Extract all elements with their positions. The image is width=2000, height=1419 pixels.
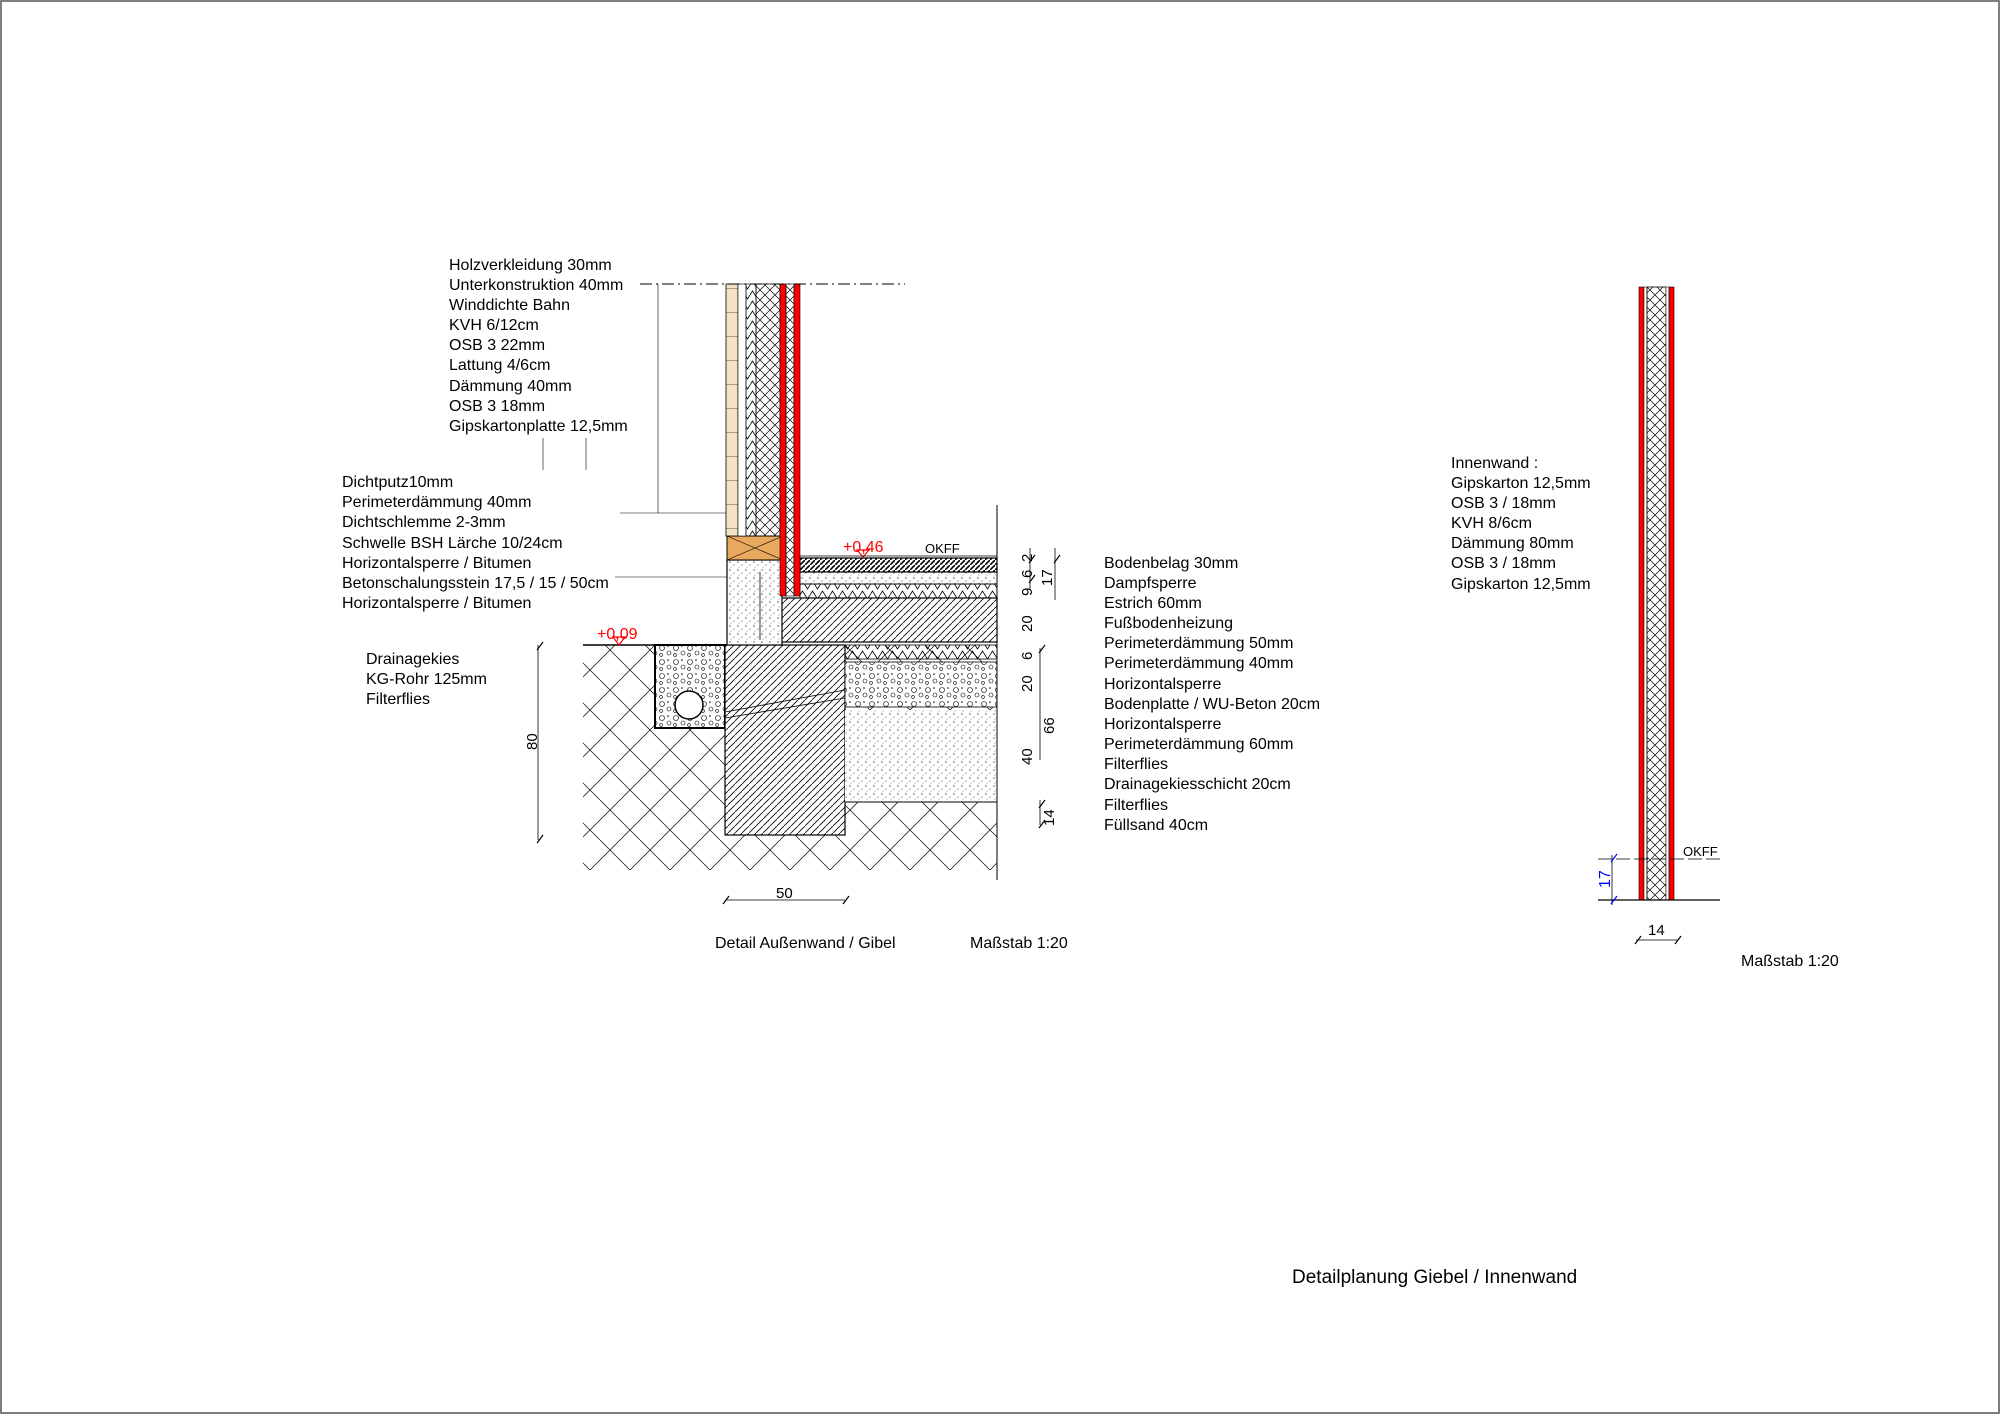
base-layer-label: Perimeterdämmung 40mm [342,494,531,511]
dim-label: 40 [1019,748,1036,765]
gipskarton-red-right [1668,286,1675,901]
interior-layer-label: Gipskarton 12,5mm [1451,576,1591,593]
dim-label: 17 [1039,569,1056,586]
floor-layer-label: Horizontalsperre [1104,676,1221,693]
base-layer-label: Betonschalungsstein 17,5 / 15 / 50cm [342,575,609,592]
interior-layer-label: OSB 3 / 18mm [1451,495,1556,512]
floor-layer-label: Horizontalsperre [1104,716,1221,733]
interior-layer-label: Dämmung 80mm [1451,535,1574,552]
floor-layer-label: Füllsand 40cm [1104,817,1208,834]
ground-level-mark: +0,09 [597,626,638,643]
floor-layer-label: Perimeterdämmung 40mm [1104,655,1293,672]
floor-layer-label: Bodenbelag 30mm [1104,555,1238,572]
wall-layer-label: OSB 3 18mm [449,398,545,415]
dim-label: 80 [524,733,541,750]
exterior-section [536,283,1061,905]
exterior-detail-title: Detail Außenwand / Gibel [715,935,896,952]
interior-layer-labels: Innenwand : Gipskarton 12,5mm OSB 3 / 18… [1451,455,1591,593]
floor-layer-label: Perimeterdämmung 50mm [1104,635,1293,652]
floor-layer-label: Fußbodenheizung [1104,615,1233,632]
drain-layer-label: Drainagekies [366,651,459,668]
dim-label: 20 [1019,615,1036,632]
wall-layer-label: Dämmung 40mm [449,378,572,395]
floor-layer-label: Dampfsperre [1104,575,1197,592]
osb-red-1 [779,283,787,597]
floor-layer-label: Filterflies [1104,756,1168,773]
floor-layer-labels: Bodenbelag 30mm Dampfsperre Estrich 60mm… [1104,555,1320,834]
dim-label: 20 [1019,675,1036,692]
floor-layer-label: Perimeterdämmung 60mm [1104,736,1293,753]
base-layer-label: Horizontalsperre / Bitumen [342,595,531,612]
wall-layer-label: Lattung 4/6cm [449,357,550,374]
floor-layer-label: Bodenplatte / WU-Beton 20cm [1104,696,1320,713]
base-layer-label: Dichtschlemme 2-3mm [342,514,506,531]
drain-layer-label: Filterflies [366,691,430,708]
drain-layer-label: KG-Rohr 125mm [366,671,487,688]
kg-pipe-icon [674,690,704,720]
dim-label: 6 [1019,652,1036,660]
drain-layer-labels: Drainagekies KG-Rohr 125mm Filterflies [366,651,487,708]
interior-layer-label: KVH 8/6cm [1451,515,1532,532]
floor-layer-label: Filterflies [1104,797,1168,814]
interior-layer-label: Gipskarton 12,5mm [1451,475,1591,492]
interior-dim-width: 14 [1648,922,1665,939]
interior-scale: Maßstab 1:20 [1741,953,1839,970]
wall-layer-label: Winddichte Bahn [449,297,570,314]
interior-wall-section [1598,286,1720,945]
floor-layer-label: Estrich 60mm [1104,595,1202,612]
dim-label: 2 [1019,554,1036,562]
kvh-insulation [755,283,781,537]
gipskarton-red-left [1638,286,1645,901]
dim-label: 14 [1041,809,1058,826]
interior-layer-label: Innenwand : [1451,455,1538,472]
wall-layer-label: Gipskartonplatte 12,5mm [449,418,628,435]
wall-layer-label: Unterkonstruktion 40mm [449,277,623,294]
wall-layer-label: KVH 6/12cm [449,317,539,334]
okff-label: OKFF [925,541,960,556]
dim-label: 9 [1019,588,1036,596]
dim-label: 6 [1019,570,1036,578]
floor-covering [799,557,998,573]
floor-level-mark: +0,46 [843,539,884,556]
wall-layer-label: OSB 3 22mm [449,337,545,354]
base-layer-labels: Dichtputz10mm Perimeterdämmung 40mm Dich… [342,474,609,612]
interior-insulation [1646,286,1667,901]
base-layer-label: Horizontalsperre / Bitumen [342,555,531,572]
interior-dim-height: 17 [1597,870,1614,888]
dim-label: 50 [776,885,793,902]
sheet-title: Detailplanung Giebel / Innenwand [1292,1267,1577,1288]
interior-layer-label: OSB 3 / 18mm [1451,555,1556,572]
base-layer-label: Dichtputz10mm [342,474,453,491]
dim-label: 66 [1041,717,1058,734]
interior-okff-label: OKFF [1683,844,1718,859]
osb-red-2 [793,283,801,597]
base-layer-label: Schwelle BSH Lärche 10/24cm [342,535,563,552]
wall-layer-label: Holzverkleidung 30mm [449,257,612,274]
floor-layer-label: Drainagekiesschicht 20cm [1104,776,1291,793]
exterior-scale: Maßstab 1:20 [970,935,1068,952]
wall-layer-labels: Holzverkleidung 30mm Unterkonstruktion 4… [449,257,628,435]
